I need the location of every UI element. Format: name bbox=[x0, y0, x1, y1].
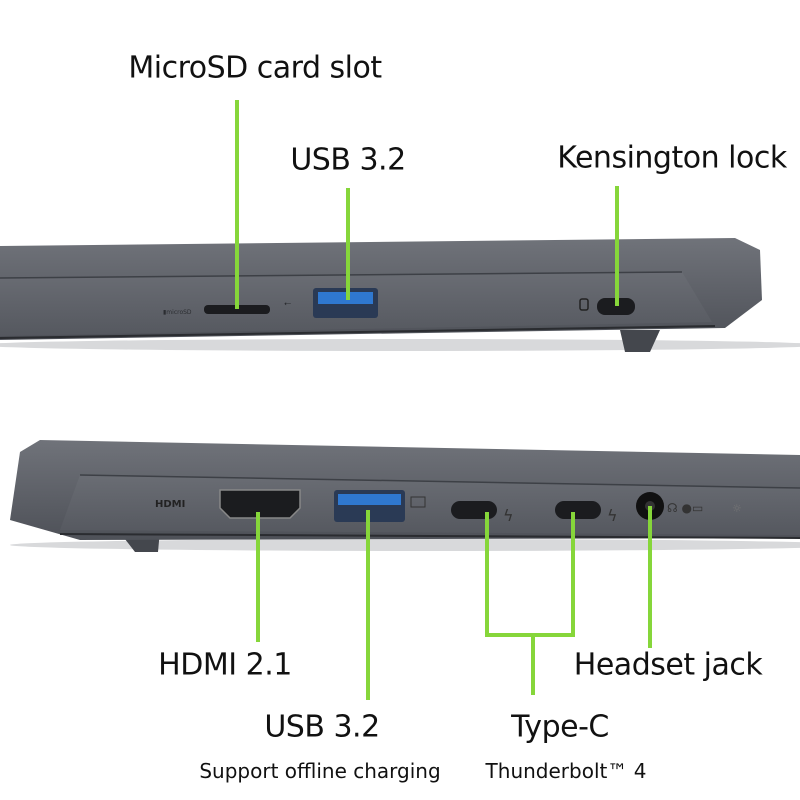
laptop-left-side: HDMI ϟ ϟ ☊ ●▭ ☼ bbox=[10, 440, 800, 552]
label-thunderbolt: Thunderbolt™ 4 bbox=[485, 759, 647, 783]
microsd-slot bbox=[204, 305, 270, 314]
headphone-icon: ☊ ●▭ bbox=[667, 501, 703, 515]
lock-icon bbox=[579, 298, 589, 311]
label-type-c: Type-C bbox=[511, 709, 609, 745]
thunderbolt-icon: ϟ bbox=[503, 506, 514, 525]
label-kensington-lock: Kensington lock bbox=[557, 140, 787, 176]
label-usb-top: USB 3.2 bbox=[290, 142, 406, 178]
power-led-icon: ☼ bbox=[732, 502, 742, 515]
hdmi-port bbox=[219, 489, 301, 519]
usb-c-port-1 bbox=[451, 501, 497, 519]
label-usb-note: Support offline charging bbox=[199, 759, 441, 783]
thunderbolt-icon: ϟ bbox=[607, 506, 618, 525]
label-microsd-card-slot: MicroSD card slot bbox=[128, 50, 382, 86]
label-hdmi: HDMI 2.1 bbox=[158, 647, 292, 683]
microsd-marking: ▮microSD bbox=[163, 309, 192, 316]
label-usb-bottom: USB 3.2 bbox=[264, 709, 380, 745]
usb-c-port-2 bbox=[555, 501, 601, 519]
label-headset-jack: Headset jack bbox=[573, 647, 763, 683]
callout-lines bbox=[235, 100, 652, 700]
laptop-right-side: ▮microSD ⭠ bbox=[0, 238, 800, 352]
kensington-slot bbox=[597, 298, 635, 315]
usb-symbol-icon: ⭠ bbox=[284, 299, 291, 309]
laptop-foot bbox=[620, 330, 660, 352]
charging-icon bbox=[410, 496, 426, 508]
hdmi-marking: HDMI bbox=[155, 499, 185, 510]
